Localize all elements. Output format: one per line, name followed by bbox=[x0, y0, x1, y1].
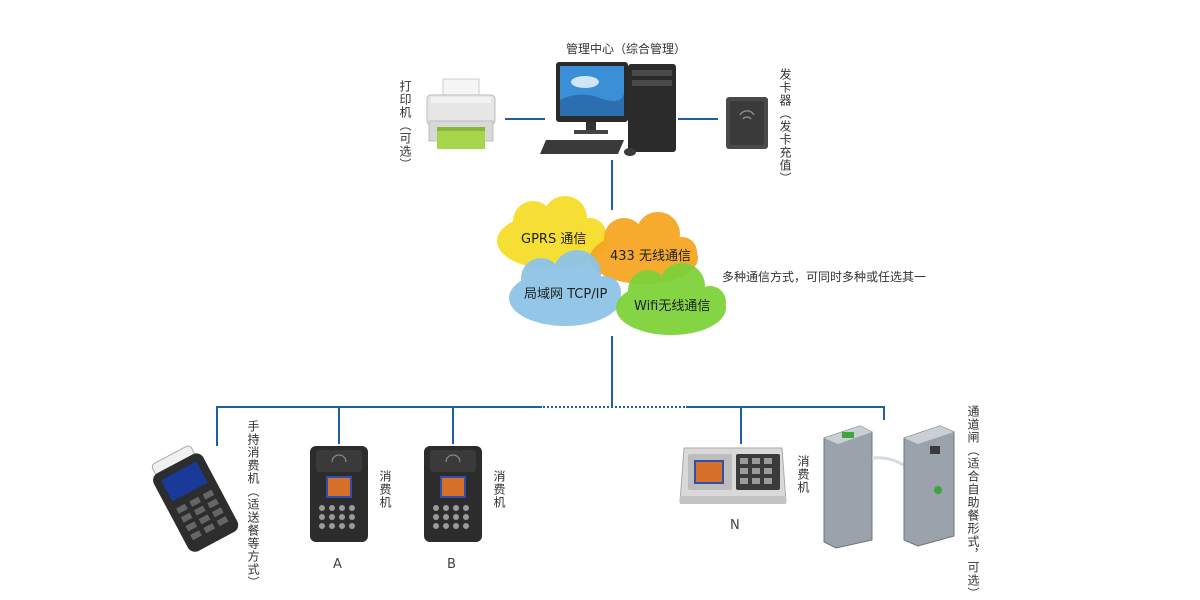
cloud-433-label: 433 无线通信 bbox=[610, 249, 691, 264]
pos-terminal-b-icon bbox=[424, 446, 482, 542]
pos-b-label: 消费机 bbox=[492, 470, 506, 509]
pos-b-letter: B bbox=[447, 557, 456, 572]
printer-label: 打印机（可选） bbox=[398, 80, 412, 171]
printer-icon bbox=[426, 78, 496, 149]
handheld-terminal-icon bbox=[151, 445, 239, 552]
drop-pos-n bbox=[740, 406, 742, 444]
drop-pos-a bbox=[338, 406, 340, 444]
center-to-cloud-line bbox=[611, 160, 613, 210]
center-label: 管理中心（综合管理） bbox=[566, 42, 687, 56]
pos-n-letter: N bbox=[730, 518, 740, 533]
pos-a-label: 消费机 bbox=[378, 470, 392, 509]
cloud-lan bbox=[509, 250, 621, 326]
drop-gate bbox=[883, 406, 885, 420]
pos-a-letter: A bbox=[333, 557, 342, 572]
bus-line-left bbox=[216, 406, 540, 408]
cloud-to-bus-line bbox=[611, 336, 613, 408]
pos-terminal-n-icon bbox=[679, 447, 787, 504]
bus-line-dotted bbox=[540, 406, 688, 408]
handheld-label: 手持消费机（适送餐等方式） bbox=[246, 420, 260, 589]
card-issuer-icon bbox=[726, 97, 768, 149]
cloud-wifi bbox=[616, 263, 726, 335]
card-issuer-link-line bbox=[678, 118, 718, 120]
cloud-gprs-label: GPRS 通信 bbox=[521, 232, 587, 247]
drop-pos-b bbox=[452, 406, 454, 444]
cloud-wifi-label: Wifi无线通信 bbox=[634, 299, 711, 314]
comm-note: 多种通信方式，可同时多种或任选其一 bbox=[722, 270, 927, 284]
pos-terminal-a-icon bbox=[310, 446, 368, 542]
card-issuer-label: 发卡器（发卡充值） bbox=[778, 68, 792, 185]
pos-n-label: 消费机 bbox=[796, 455, 810, 494]
drop-handheld bbox=[216, 406, 218, 446]
bus-line-right bbox=[688, 406, 885, 408]
gate-label: 通道闸（适合自助餐形式，可选） bbox=[966, 405, 980, 600]
cloud-lan-label: 局域网 TCP/IP bbox=[524, 287, 608, 302]
printer-link-line bbox=[505, 118, 545, 120]
turnstile-gate-icon bbox=[823, 425, 955, 549]
computer-icon bbox=[540, 62, 676, 156]
